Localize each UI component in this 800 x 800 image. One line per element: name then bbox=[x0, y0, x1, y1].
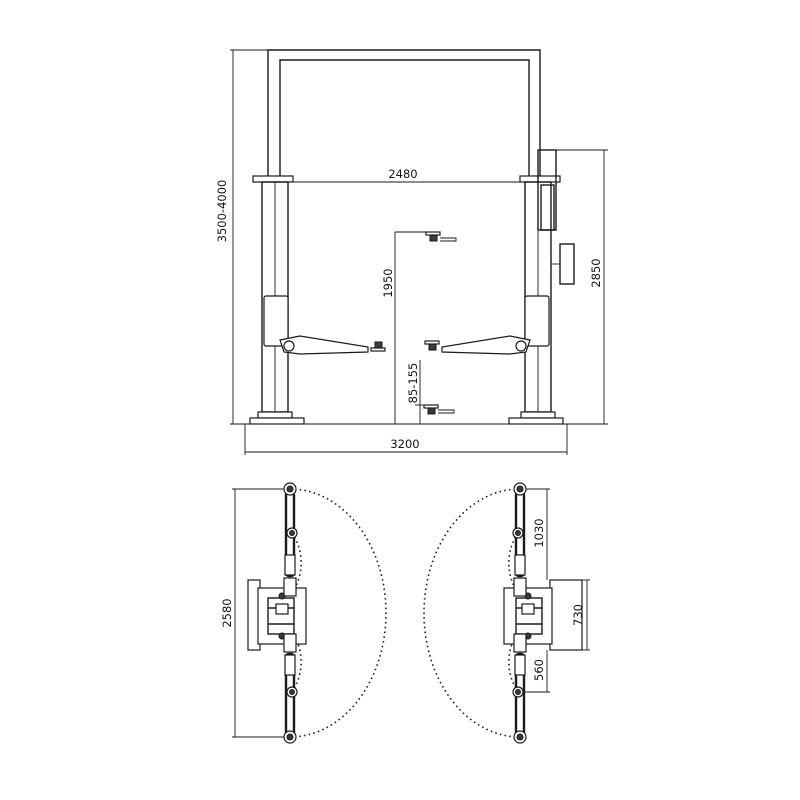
left-arm-lock-bottom bbox=[283, 633, 297, 653]
left-top-column bbox=[247, 482, 307, 744]
dim-short-arm-reach-label: 560 bbox=[532, 659, 546, 681]
dim-total-depth-label: 2580 bbox=[220, 598, 234, 627]
left-arm-body bbox=[279, 335, 369, 355]
front-view: 3500-4000 2480 1950 85-155 2850 bbox=[215, 49, 608, 455]
right-arm bbox=[424, 335, 531, 355]
left-arm bbox=[279, 335, 386, 355]
dim-min-pad-height: 85-155 bbox=[406, 360, 424, 424]
power-unit-tank bbox=[540, 184, 555, 231]
dim-lift-height: 1950 bbox=[381, 231, 426, 424]
dim-short-arm-reach: 560 bbox=[524, 650, 550, 693]
dim-total-depth: 2580 bbox=[220, 488, 284, 738]
dim-long-arm-reach-label: 1030 bbox=[532, 518, 546, 547]
left-carriage bbox=[263, 295, 289, 347]
right-arm-lock-bottom bbox=[513, 633, 527, 653]
right-column-cap bbox=[519, 175, 561, 183]
left-arm-pivot bbox=[283, 340, 295, 352]
left-column-cap bbox=[252, 175, 294, 183]
left-base-foot bbox=[249, 417, 305, 425]
left-arm-pad-stem bbox=[374, 341, 383, 349]
right-outer-swing-arc bbox=[423, 488, 521, 738]
pad-lowered-stem bbox=[427, 407, 436, 415]
pad-raised bbox=[425, 231, 457, 242]
right-upper-pad-inner-core bbox=[515, 530, 521, 536]
right-arm-body bbox=[441, 335, 531, 355]
right-column bbox=[508, 149, 575, 425]
right-carriage bbox=[524, 295, 550, 347]
right-lower-pad-inner-core bbox=[515, 689, 521, 695]
dim-between-columns-label: 2480 bbox=[388, 167, 417, 181]
dim-column-height-label: 2850 bbox=[589, 258, 603, 287]
left-lower-pad-inner-core bbox=[289, 689, 295, 695]
right-lower-pad-outer-core bbox=[516, 733, 524, 741]
overhead-frame-outer bbox=[267, 49, 541, 180]
left-outer-swing-arc bbox=[289, 488, 387, 738]
right-upper-pad-outer-core bbox=[516, 485, 524, 493]
dim-overall-width: 3200 bbox=[244, 423, 568, 455]
left-upper-arm-slide bbox=[284, 554, 296, 576]
right-lower-arm-slide bbox=[514, 654, 526, 676]
dim-between-columns: 2480 bbox=[275, 167, 538, 183]
right-top-column bbox=[503, 482, 583, 744]
dim-column-height: 2850 bbox=[556, 149, 608, 425]
dim-long-arm-reach: 1030 bbox=[526, 488, 550, 580]
left-arm-lock-top bbox=[283, 577, 297, 597]
pad-lowered-arm bbox=[438, 409, 455, 414]
left-carriage-slot bbox=[275, 603, 289, 615]
right-base-foot bbox=[508, 417, 564, 425]
dim-base-width: 730 bbox=[571, 579, 590, 651]
left-lower-pad-outer-core bbox=[286, 733, 294, 741]
pad-lowered bbox=[423, 404, 455, 415]
left-lower-arm-slide bbox=[284, 654, 296, 676]
right-arm-pivot bbox=[515, 340, 527, 352]
top-view: 2580 1030 730 560 bbox=[220, 482, 590, 744]
right-arm-pad-stem bbox=[428, 343, 437, 351]
pad-raised-stem bbox=[429, 234, 438, 242]
dim-total-height-label: 3500-4000 bbox=[215, 180, 229, 243]
left-column bbox=[249, 175, 305, 425]
dim-overall-width-label: 3200 bbox=[390, 437, 419, 451]
overhead-frame-inner bbox=[279, 59, 530, 180]
dim-total-height: 3500-4000 bbox=[215, 49, 268, 425]
control-box bbox=[559, 243, 575, 285]
dim-min-pad-height-label: 85-155 bbox=[406, 363, 420, 404]
pad-raised-arm bbox=[440, 237, 457, 242]
dim-base-width-label: 730 bbox=[571, 604, 585, 626]
left-upper-pad-outer-core bbox=[286, 485, 294, 493]
right-arm-lock-top bbox=[513, 577, 527, 597]
left-upper-pad-inner-core bbox=[289, 530, 295, 536]
right-base-plate bbox=[520, 411, 556, 419]
right-upper-arm-slide bbox=[514, 554, 526, 576]
right-carriage-slot bbox=[521, 603, 535, 615]
dim-lift-height-label: 1950 bbox=[381, 268, 395, 297]
left-base-plate bbox=[257, 411, 293, 419]
